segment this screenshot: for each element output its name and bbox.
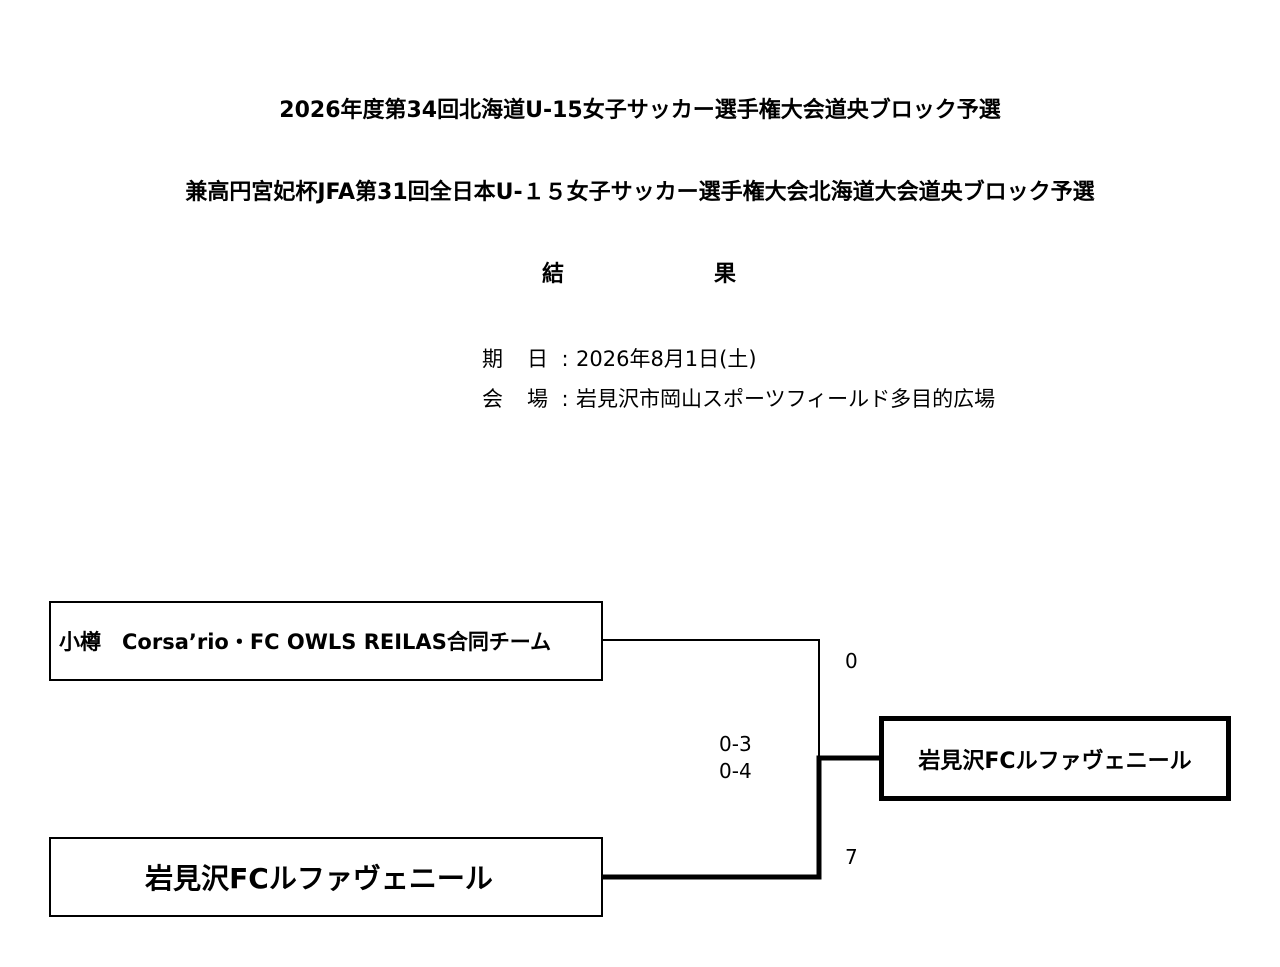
score-bottom-team: 7 — [845, 845, 858, 869]
result-heading-char-1: 結 — [542, 262, 565, 287]
team-name-bottom: 岩見沢FCルファヴェニール — [145, 862, 493, 895]
winner-name: 岩見沢FCルファヴェニール — [918, 748, 1192, 774]
venue-label: 会場 — [482, 387, 572, 411]
date-separator: : — [561, 347, 569, 371]
team-box-top: 小樽 Corsa’rio・FC OWLS REILAS合同チーム — [49, 601, 603, 681]
title-line-2: 兼高円宮妃杯JFA第31回全日本U-１５女子サッカー選手権大会北海道大会道央ブロ… — [185, 180, 1095, 205]
secondhalf-score: 0-4 — [719, 759, 752, 783]
score-top-team: 0 — [845, 649, 858, 673]
halftime-score: 0-3 — [719, 732, 752, 756]
team-box-bottom: 岩見沢FCルファヴェニール — [49, 837, 603, 917]
date-label: 期日 — [482, 347, 572, 371]
bracket-line-top-team — [603, 639, 820, 758]
result-heading-char-2: 果 — [714, 262, 737, 287]
team-name-top: 小樽 Corsa’rio・FC OWLS REILAS合同チーム — [59, 630, 552, 654]
date-row: 期日:2026年8月1日(土) — [482, 345, 757, 373]
title-line-1: 2026年度第34回北海道U-15女子サッカー選手権大会道央ブロック予選 — [279, 98, 1001, 123]
venue-row: 会場: 岩見沢市岡山スポーツフィールド多目的広場 — [482, 385, 995, 413]
venue-separator: : — [561, 387, 569, 411]
venue-value: 岩見沢市岡山スポーツフィールド多目的広場 — [576, 387, 996, 411]
date-value: 2026年8月1日(土) — [576, 347, 757, 371]
winner-box: 岩見沢FCルファヴェニール — [879, 716, 1231, 801]
